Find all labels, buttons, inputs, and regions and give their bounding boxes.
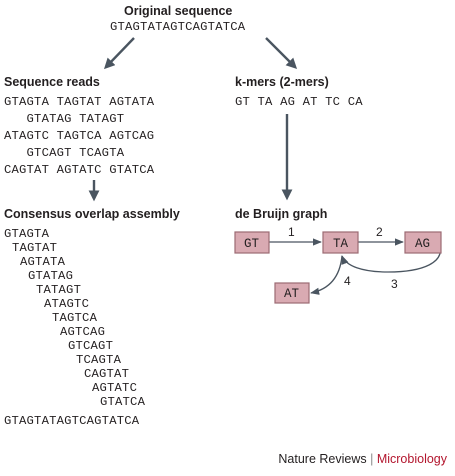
edge-label: 1 <box>288 225 295 239</box>
sequence-read-line: GTATAG TATAGT <box>4 112 125 126</box>
kmers-heading: k-mers (2-mers) <box>235 75 329 89</box>
svg-text:AG: AG <box>415 237 430 251</box>
original-sequence-heading: Original sequence <box>124 4 233 18</box>
original-sequence-text: GTAGTATAGTCAGTATCA <box>110 20 246 34</box>
edge-label: 4 <box>344 274 351 288</box>
graph-node-gt: GT <box>234 231 270 254</box>
graph-node-at: AT <box>274 282 310 304</box>
kmers-list: GT TA AG AT TC CA <box>235 95 363 109</box>
assembly-read: CAGTAT <box>84 367 130 381</box>
assembly-read: GTATAG <box>28 269 74 283</box>
assembly-read: TAGTAT <box>12 241 58 255</box>
svg-text:TA: TA <box>333 237 349 251</box>
graph-edge-ag-ta <box>341 241 442 273</box>
assembly-read: ATAGTC <box>44 297 90 311</box>
sequence-read-line: CAGTAT AGTATC GTATCA <box>4 163 155 177</box>
sequence-read-line: GTCAGT TCAGTA <box>4 146 125 160</box>
assembly-read: TATAGT <box>36 283 82 297</box>
sequence-read-line: ATAGTC TAGTCA AGTCAG <box>4 129 155 143</box>
edge-label: 2 <box>376 225 383 239</box>
credit-separator: | <box>370 452 374 466</box>
journal-name: Nature Reviews <box>278 452 367 466</box>
de-bruijn-graph-heading: de Bruijn graph <box>235 207 328 221</box>
sequence-reads-heading: Sequence reads <box>4 75 100 89</box>
graph-node-ag: AG <box>404 231 442 254</box>
assembly-read: TAGTCA <box>52 311 98 325</box>
consensus-assembly-heading: Consensus overlap assembly <box>4 207 180 221</box>
arrow-original-to-kmers <box>265 37 298 70</box>
arrow-original-to-reads <box>104 37 135 70</box>
assembly-read: TCAGTA <box>76 353 122 367</box>
sequence-read-line: GTAGTA TAGTAT AGTATA <box>4 95 155 109</box>
graph-edge-ta-at <box>310 255 343 295</box>
graph-node-ta: TA <box>322 231 359 254</box>
assembly-read: AGTATC <box>92 381 138 395</box>
consensus-sequence: GTAGTATAGTCAGTATCA <box>4 414 140 428</box>
journal-section: Microbiology <box>376 452 447 466</box>
journal-credit: Nature Reviews | Microbiology <box>278 452 447 466</box>
assembly-read: GTAGTA <box>4 227 50 241</box>
assembly-read: AGTCAG <box>60 325 106 339</box>
assembly-read: GTCAGT <box>68 339 114 353</box>
assembly-read: AGTATA <box>20 255 66 269</box>
assembly-read: GTATCA <box>100 395 146 409</box>
svg-text:GT: GT <box>244 237 260 251</box>
edge-label: 3 <box>391 277 398 291</box>
svg-text:AT: AT <box>284 287 300 301</box>
